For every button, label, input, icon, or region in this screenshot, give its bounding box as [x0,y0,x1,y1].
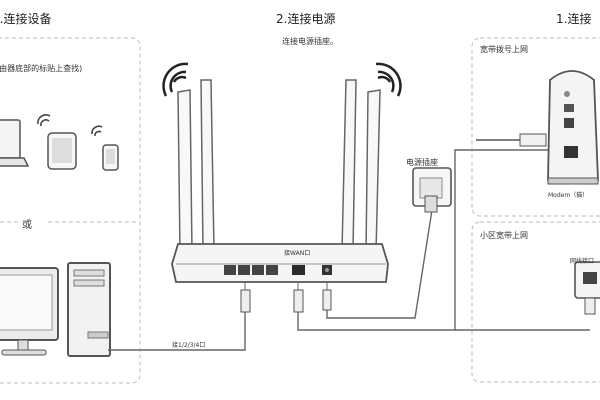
step2-subtitle: 连接电源插座。 [282,37,338,46]
power-socket-label: 电源插座 [406,158,438,167]
modem-icon [547,70,599,185]
wan-plug-icon [293,282,304,313]
router-wifi-right-icon [375,62,402,97]
power-plug-icon [322,282,332,311]
community-broadband-label: 小区宽带上网 [480,231,528,240]
dialup-label: 宽带拨号上网 [480,45,528,54]
router-icon [171,79,389,283]
laptop-icon [0,119,30,167]
power-socket-icon [412,167,452,213]
panel-step3 [0,37,141,384]
modem-label: Modem（猫） [548,192,589,199]
cable-port-label: 网线接口 [570,258,595,265]
step2-title: 2.连接电源 [276,12,336,26]
wan-port-label: 接WAN口 [284,250,311,257]
router-wifi-left-icon [162,62,189,97]
phone-icon [102,144,119,171]
power-cable [326,209,433,319]
wifi-icon [37,114,103,137]
monitor-icon [0,267,59,356]
pc-tower-icon [67,262,111,357]
step3-title: 3.连接设备 [0,12,52,26]
panel-step1-dialup [471,37,600,217]
tablet-icon [47,132,77,170]
phone-line-plug [519,133,547,147]
lan-port-label: 接1/2/3/4口 [172,342,206,349]
lan-plug-icon [240,282,251,313]
step3-note: (由器底部的标贴上查找) [0,64,83,73]
lan-cable [108,310,246,351]
panel-step1-community [471,221,600,383]
step1-title: 1.连接 [556,12,592,26]
network-jack-icon [574,261,600,315]
step3-or-label: 或 [22,220,32,231]
